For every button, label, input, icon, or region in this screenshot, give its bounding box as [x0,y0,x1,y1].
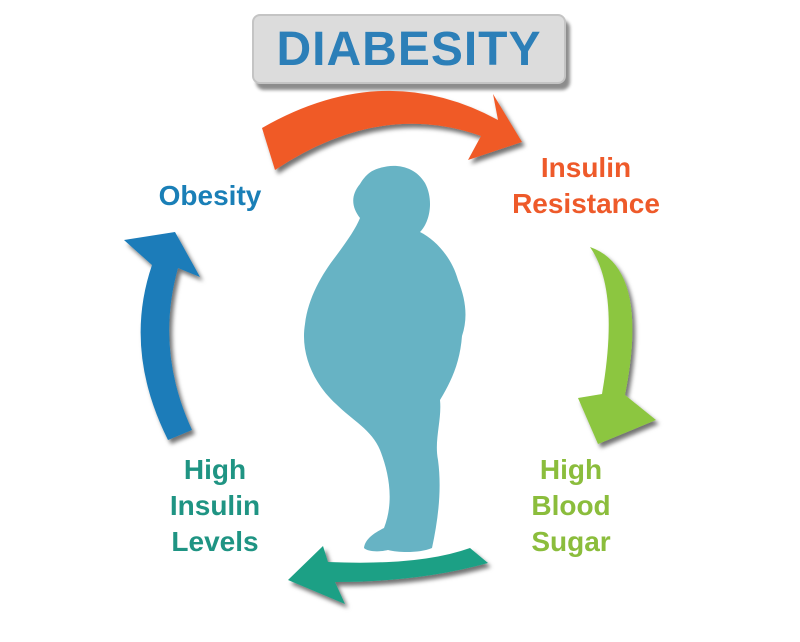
stage-line: Resistance [512,188,660,219]
stage-label-high-blood-sugar: High Blood Sugar [506,452,636,560]
stage-line: Sugar [531,526,611,557]
stage-line: High [183,454,247,485]
stage-line: Blood [531,490,611,521]
stage-line: Obesity [158,180,262,211]
arrow-left-icon [124,232,200,440]
stage-label-high-insulin-levels: High Insulin Levels [150,452,280,560]
diagram-title: DIABESITY [276,22,542,76]
person-silhouette-icon [303,165,466,553]
arrow-right-icon [578,247,656,444]
stage-line: Insulin [169,490,261,521]
stage-line: High [539,454,603,485]
title-box: DIABESITY [252,14,566,84]
stage-label-insulin-resistance: Insulin Resistance [496,150,676,222]
arrow-bottom-icon [288,546,488,604]
arrow-top-icon [262,90,522,170]
stage-line: Levels [171,526,259,557]
stage-line: Insulin [540,152,632,183]
stage-label-obesity: Obesity [140,178,280,214]
